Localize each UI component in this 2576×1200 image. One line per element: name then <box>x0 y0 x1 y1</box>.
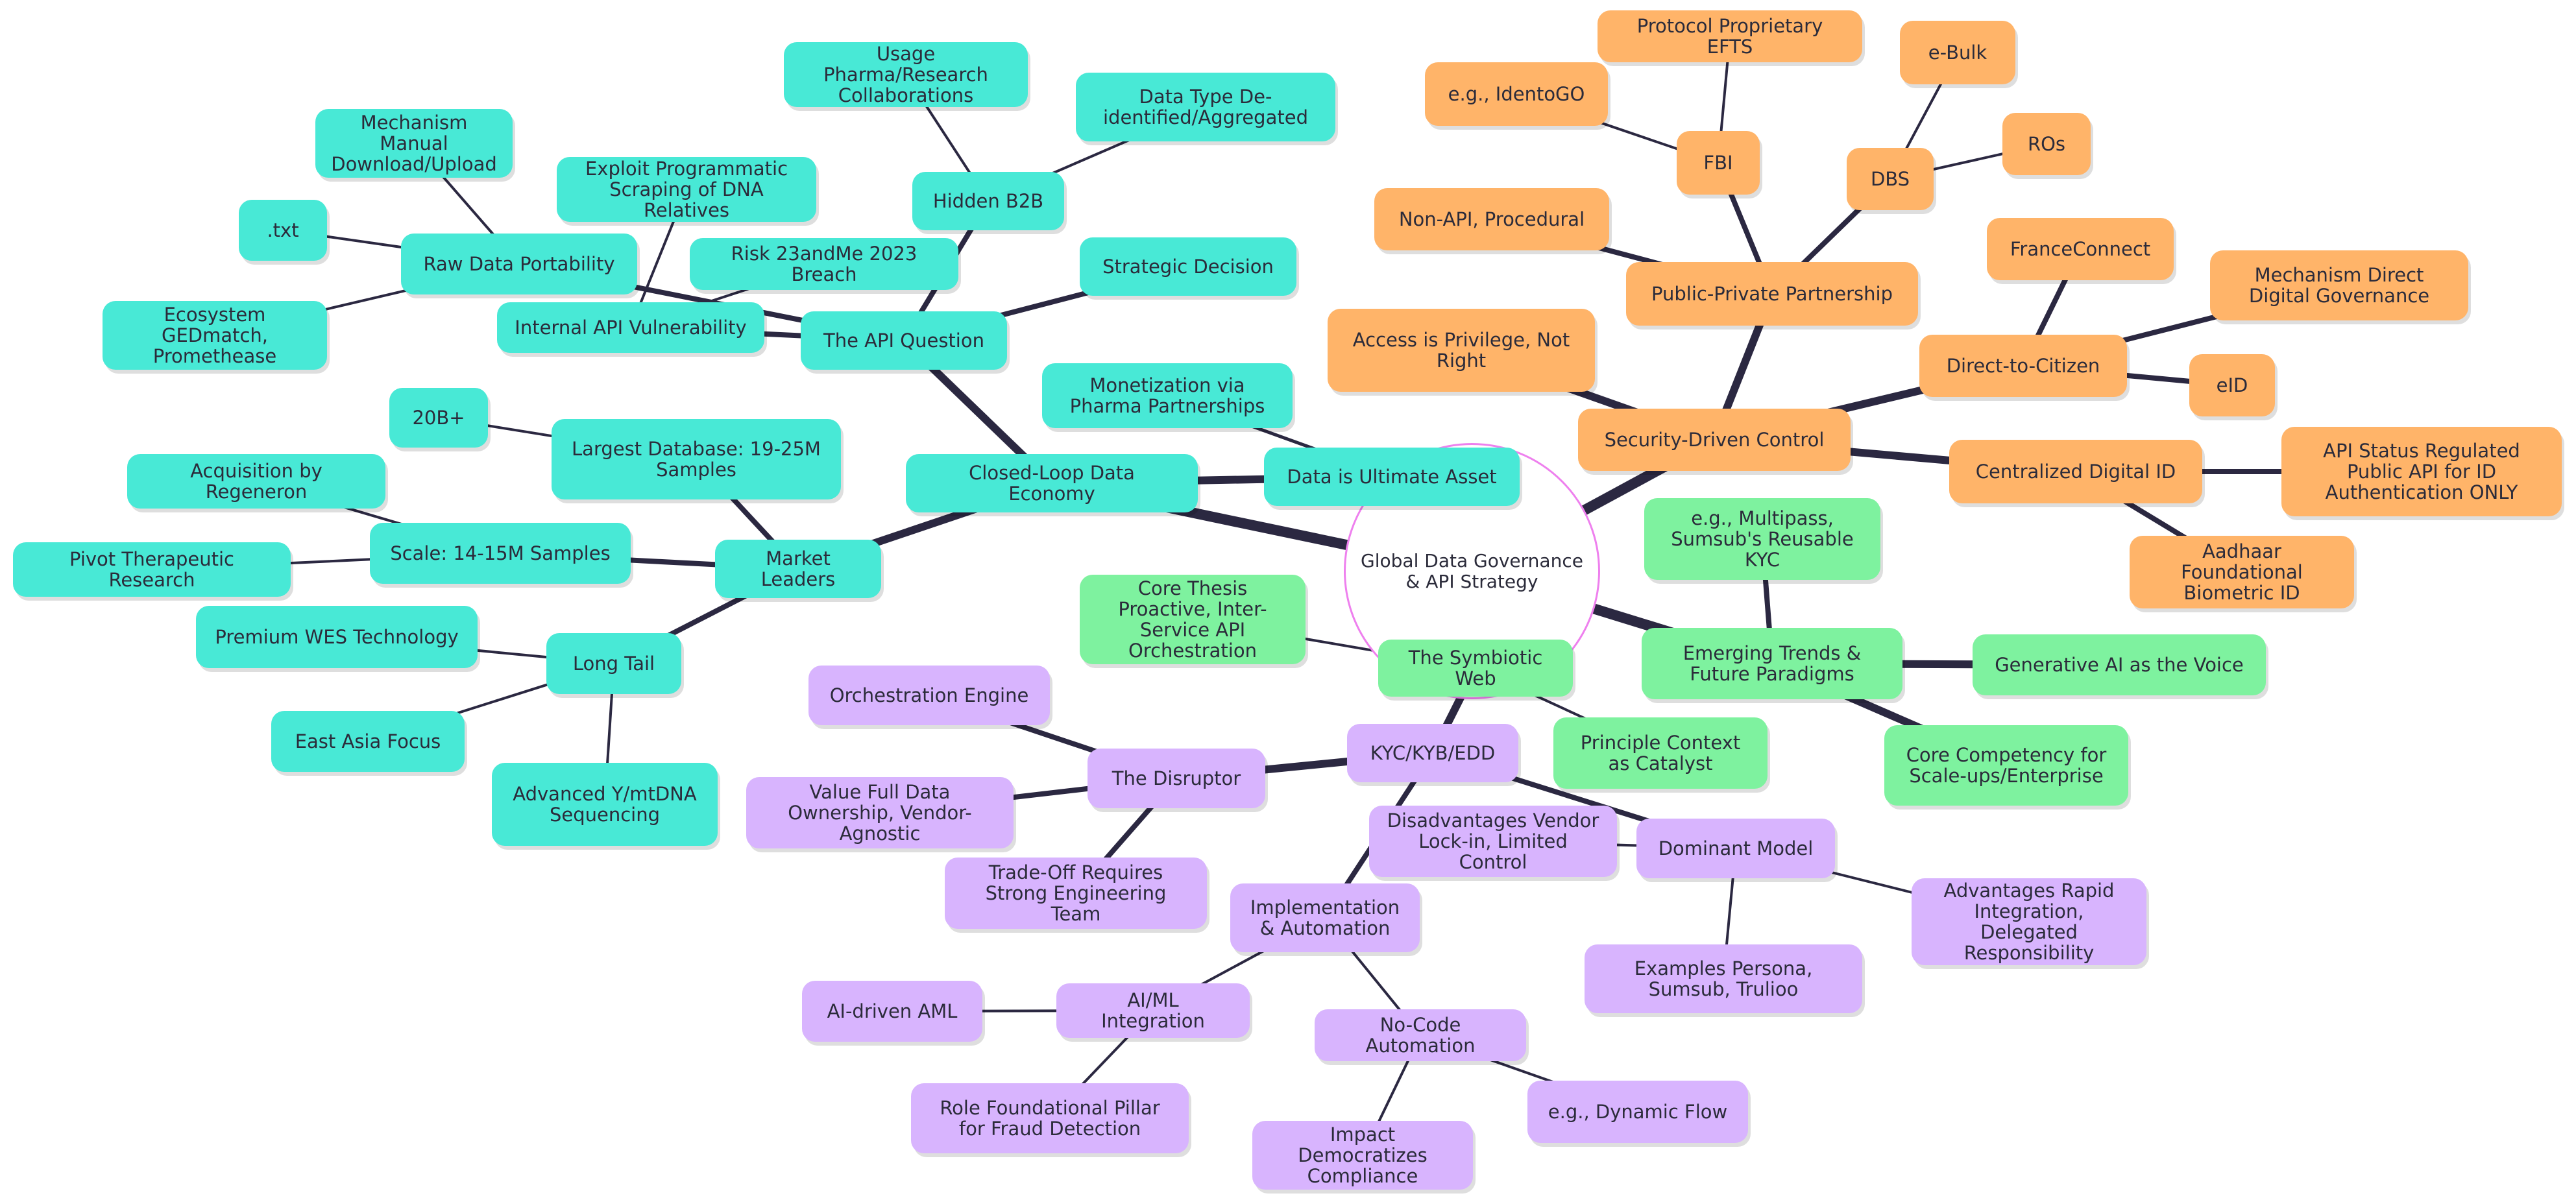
node-data-ultimate-asset[interactable]: Data is Ultimate Asset <box>1264 448 1520 506</box>
node-emerging-trends[interactable]: Emerging Trends & Future Paradigms <box>1642 628 1902 699</box>
node-scale[interactable]: Scale: 14-15M Samples <box>370 523 631 584</box>
node-impact-democratizes[interactable]: Impact Democratizes Compliance <box>1252 1121 1473 1190</box>
node-multipass-reusable-kyc[interactable]: e.g., Multipass, Sumsub's Reusable KYC <box>1644 498 1880 580</box>
node-api-status[interactable]: API Status Regulated Public API for ID A… <box>2281 427 2562 516</box>
node-acquisition-regeneron[interactable]: Acquisition by Regeneron <box>127 454 385 509</box>
node-txt[interactable]: .txt <box>239 200 327 261</box>
node-ecosystem[interactable]: Ecosystem GEDmatch, Promethease <box>103 301 327 370</box>
node-the-disruptor[interactable]: The Disruptor <box>1088 749 1265 808</box>
node-largest-database[interactable]: Largest Database: 19-25M Samples <box>552 419 841 499</box>
node-aadhaar[interactable]: Aadhaar Foundational Biometric ID <box>2130 536 2354 608</box>
node-dynamic-flow[interactable]: e.g., Dynamic Flow <box>1527 1081 1748 1143</box>
node-core-thesis[interactable]: Core Thesis Proactive, Inter-Service API… <box>1080 575 1306 664</box>
node-identogo[interactable]: e.g., IdentoGO <box>1425 62 1608 126</box>
node-market-leaders[interactable]: Market Leaders <box>715 540 881 598</box>
node-symbiotic-web[interactable]: The Symbiotic Web <box>1378 640 1573 697</box>
node-premium-wes[interactable]: Premium WES Technology <box>196 606 478 668</box>
node-kyc-kyb-edd[interactable]: KYC/KYB/EDD <box>1347 724 1518 782</box>
node-generative-ai[interactable]: Generative AI as the Voice <box>1973 634 2266 695</box>
node-mechanism-direct[interactable]: Mechanism Direct Digital Governance <box>2210 250 2468 320</box>
node-orchestration-engine[interactable]: Orchestration Engine <box>808 666 1050 725</box>
node-examples-persona[interactable]: Examples Persona, Sumsub, Trulioo <box>1585 944 1862 1013</box>
node-no-code-automation[interactable]: No-Code Automation <box>1315 1009 1526 1061</box>
node-fbi[interactable]: FBI <box>1677 131 1760 195</box>
node-ai-driven-aml[interactable]: AI-driven AML <box>802 981 982 1042</box>
node-long-tail[interactable]: Long Tail <box>546 633 681 694</box>
node-strategic-decision[interactable]: Strategic Decision <box>1080 237 1296 296</box>
node-20b-plus[interactable]: 20B+ <box>389 388 488 448</box>
node-east-asia[interactable]: East Asia Focus <box>271 711 465 772</box>
node-api-question[interactable]: The API Question <box>801 311 1007 370</box>
node-role-pillar[interactable]: Role Foundational Pillar for Fraud Detec… <box>911 1083 1189 1153</box>
node-protocol-efts[interactable]: Protocol Proprietary EFTS <box>1598 10 1862 62</box>
node-implementation-automation[interactable]: Implementation & Automation <box>1230 883 1420 952</box>
node-franceconnect[interactable]: FranceConnect <box>1987 218 2174 280</box>
node-advanced-y-mtdna[interactable]: Advanced Y/mtDNA Sequencing <box>492 763 718 846</box>
node-non-api-procedural[interactable]: Non-API, Procedural <box>1374 188 1609 250</box>
node-eid[interactable]: eID <box>2189 354 2275 416</box>
node-internal-api-vulnerability[interactable]: Internal API Vulnerability <box>497 302 764 353</box>
node-ai-ml-integration[interactable]: AI/ML Integration <box>1056 983 1250 1038</box>
node-mechanism-manual[interactable]: Mechanism Manual Download/Upload <box>315 109 513 178</box>
node-exploit-scraping[interactable]: Exploit Programmatic Scraping of DNA Rel… <box>557 157 816 222</box>
node-closed-loop-data-economy[interactable]: Closed-Loop Data Economy <box>906 454 1198 512</box>
node-monetization-pharma[interactable]: Monetization via Pharma Partnerships <box>1042 363 1293 428</box>
node-principle-context[interactable]: Principle Context as Catalyst <box>1553 717 1768 789</box>
node-dominant-model[interactable]: Dominant Model <box>1636 819 1835 878</box>
node-centralized-digital-id[interactable]: Centralized Digital ID <box>1949 440 2202 503</box>
node-e-bulk[interactable]: e-Bulk <box>1900 21 2015 84</box>
node-hidden-b2b[interactable]: Hidden B2B <box>912 172 1064 230</box>
node-advantages[interactable]: Advantages Rapid Integration, Delegated … <box>1912 878 2146 965</box>
node-raw-data-portability[interactable]: Raw Data Portability <box>401 234 637 294</box>
node-disadvantages[interactable]: Disadvantages Vendor Lock-in, Limited Co… <box>1369 806 1617 877</box>
node-data-type[interactable]: Data Type De-identified/Aggregated <box>1076 73 1335 141</box>
node-core-competency[interactable]: Core Competency for Scale-ups/Enterprise <box>1884 725 2128 806</box>
node-usage-pharma[interactable]: Usage Pharma/Research Collaborations <box>784 42 1028 107</box>
node-security-driven-control[interactable]: Security-Driven Control <box>1578 409 1851 471</box>
node-pivot-therapeutic[interactable]: Pivot Therapeutic Research <box>13 542 291 597</box>
node-access-privilege[interactable]: Access is Privilege, Not Right <box>1328 309 1595 392</box>
node-public-private-partnership[interactable]: Public-Private Partnership <box>1626 262 1918 326</box>
node-dbs[interactable]: DBS <box>1847 148 1934 210</box>
node-value-full-ownership[interactable]: Value Full Data Ownership, Vendor-Agnost… <box>746 777 1014 848</box>
node-trade-off[interactable]: Trade-Off Requires Strong Engineering Te… <box>945 858 1207 929</box>
node-risk-breach[interactable]: Risk 23andMe 2023 Breach <box>690 238 958 290</box>
node-ros[interactable]: ROs <box>2002 113 2091 175</box>
node-direct-to-citizen[interactable]: Direct-to-Citizen <box>1919 335 2127 397</box>
